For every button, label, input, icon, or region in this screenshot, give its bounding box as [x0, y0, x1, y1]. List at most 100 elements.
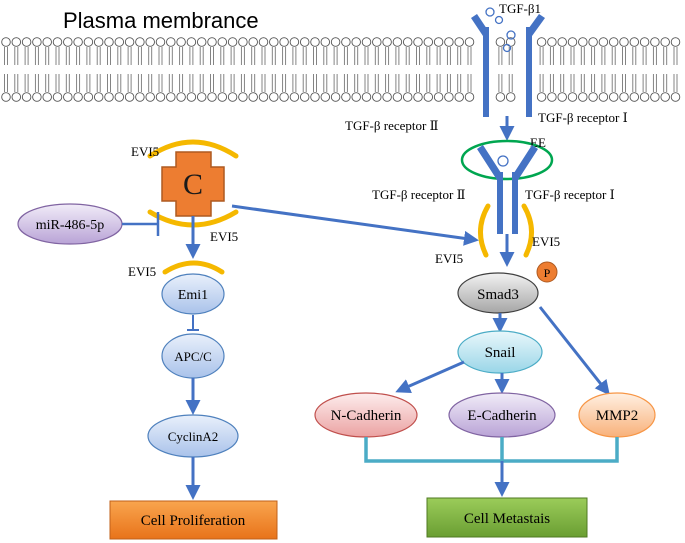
- lipid-head: [660, 92, 670, 102]
- lipid-head: [217, 37, 228, 47]
- receptor-ii-top-label: TGF-β receptor Ⅱ: [345, 118, 439, 133]
- tgf-beta1-ligand: [485, 7, 516, 53]
- lipid-head: [21, 92, 32, 102]
- lipid-head: [63, 92, 73, 102]
- apcc-label: APC/C: [174, 349, 212, 364]
- lipid-head: [114, 92, 125, 102]
- lipid-head: [629, 92, 640, 102]
- phospho-label: P: [544, 266, 551, 280]
- lipid-head: [670, 37, 681, 47]
- lipid-head: [176, 92, 186, 102]
- lipid-head: [341, 37, 351, 47]
- lipid-head: [598, 92, 609, 102]
- smad3-label: Smad3: [477, 287, 519, 303]
- lipid-head: [495, 37, 506, 47]
- lipid-head: [269, 37, 279, 47]
- complex-c-cross: [161, 151, 225, 217]
- arrow-smad3-to-mmp2: [538, 306, 610, 396]
- lipid-head: [608, 37, 619, 47]
- lipid-head: [629, 37, 640, 47]
- lipid-head: [341, 92, 351, 102]
- lipid-head: [588, 37, 598, 47]
- mmp2-label: MMP2: [596, 408, 639, 424]
- lipid-head: [423, 92, 434, 102]
- endosome-ligand: [497, 155, 509, 167]
- cell-metastasis-box: [426, 497, 588, 538]
- lipid-head: [361, 37, 372, 47]
- lipid-head: [619, 92, 629, 102]
- lipid-head: [372, 37, 382, 47]
- lipid-head: [588, 92, 598, 102]
- lipid-head: [310, 92, 320, 102]
- evi5-label-complex-bottom: EVI5: [210, 229, 238, 244]
- e-cadherin-label: E-Cadherin: [467, 408, 537, 424]
- evi5-arc-complex-top: [147, 139, 239, 159]
- emi1-label: Emi1: [178, 288, 208, 303]
- snail-label: Snail: [485, 345, 516, 361]
- lipid-head: [186, 92, 197, 102]
- snail-node: [457, 330, 543, 374]
- receptor-ii-mid-label: TGF-β receptor Ⅱ: [372, 187, 466, 202]
- lipid-head: [547, 37, 557, 47]
- lipid-head: [351, 37, 361, 47]
- lipid-head: [639, 37, 650, 47]
- cyclina2-label: CyclinA2: [168, 429, 219, 444]
- lipid-head: [382, 37, 392, 47]
- evi5-arc-receptor-right: [521, 203, 534, 258]
- lipid-head: [330, 92, 341, 102]
- lipid-head: [578, 37, 588, 47]
- lipid-head: [73, 92, 83, 102]
- lipid-head: [330, 37, 341, 47]
- smad3-node: [457, 272, 539, 314]
- receptor-i-top-label: TGF-β receptor Ⅰ: [538, 110, 628, 125]
- lipid-head: [32, 37, 42, 47]
- lipid-head: [557, 92, 567, 102]
- lipid-head: [83, 92, 94, 102]
- lipid-head: [166, 37, 176, 47]
- evi5-label-complex-top: EVI5: [131, 144, 159, 159]
- lipid-head: [464, 92, 475, 102]
- emi1-node: [161, 273, 225, 315]
- lipid-head: [93, 92, 104, 102]
- lipid-head: [495, 92, 506, 102]
- lipid-head: [135, 92, 145, 102]
- lipid-head: [279, 92, 289, 102]
- tgf-beta-receptor-ii-endosome: [477, 145, 503, 234]
- arrow-complex-to-receptor: [231, 204, 479, 246]
- lipid-head: [207, 37, 217, 47]
- lipid-head: [320, 92, 331, 102]
- lipid-head: [464, 37, 475, 47]
- lipid-head: [372, 92, 382, 102]
- lipid-head: [557, 37, 567, 47]
- lipid-head: [444, 92, 454, 102]
- cell-metastasis-label: Cell Metastais: [464, 511, 550, 527]
- lipid-head: [650, 37, 660, 47]
- lipid-head: [310, 37, 320, 47]
- lipid-head: [619, 37, 629, 47]
- lipid-head: [279, 37, 289, 47]
- cell-proliferation-box: [109, 500, 278, 540]
- phospho-badge: [536, 261, 558, 283]
- lipid-head: [351, 92, 361, 102]
- lipid-head: [227, 92, 238, 102]
- lipid-head: [42, 37, 52, 47]
- receptor-i-mid-label: TGF-β receptor Ⅰ: [525, 187, 615, 202]
- lipid-head: [299, 37, 310, 47]
- lipid-head: [1, 37, 11, 47]
- lipid-head: [42, 92, 52, 102]
- lipid-head: [155, 92, 166, 102]
- lipid-head: [567, 92, 578, 102]
- ee-label: EE: [530, 135, 546, 150]
- lipid-head: [155, 37, 166, 47]
- lipid-head: [423, 37, 434, 47]
- lipid-head: [114, 37, 125, 47]
- lipid-head: [196, 37, 207, 47]
- evi5-label-emi1: EVI5: [128, 264, 156, 279]
- lipid-head: [536, 37, 547, 47]
- evi5-label-receptor-right: EVI5: [532, 234, 560, 249]
- lipid-head: [11, 92, 22, 102]
- lipid-head: [289, 37, 300, 47]
- lipid-head: [650, 92, 660, 102]
- lipid-head: [392, 92, 403, 102]
